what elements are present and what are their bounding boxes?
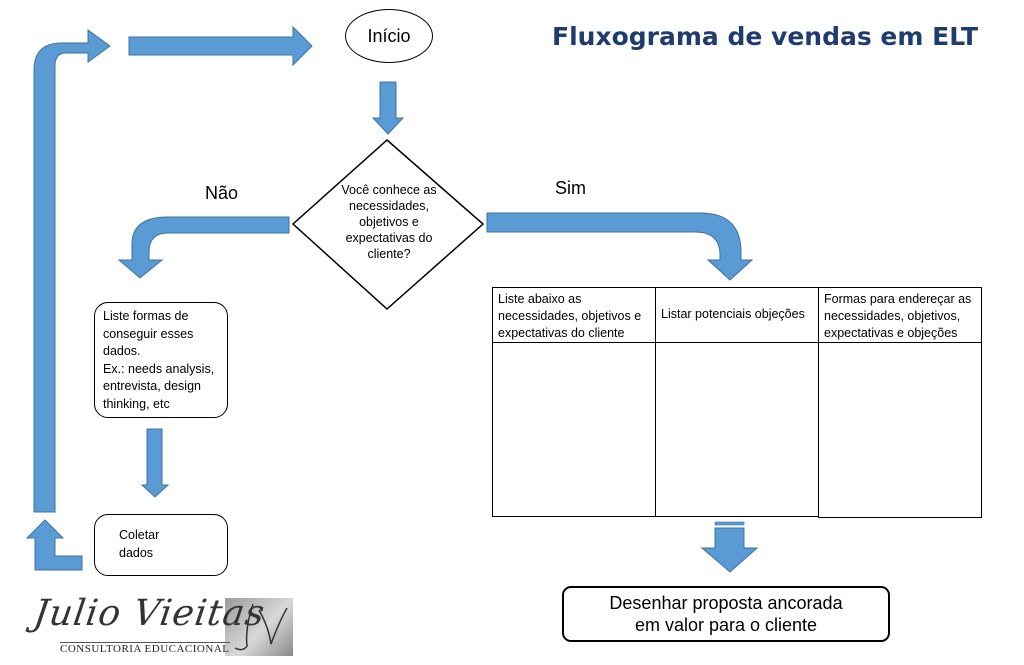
list-line: Ex.: needs analysis,: [103, 361, 215, 376]
decision-question: Você conhece as necessidades, objetivos …: [341, 183, 437, 261]
list-line: entrevista, design: [103, 379, 201, 393]
arrow-no-branch: [117, 216, 290, 279]
decision-diamond: [291, 138, 485, 311]
table-header-cell: Liste abaixo as necessidades, objetivos …: [492, 287, 656, 343]
table-body-cell: [818, 342, 982, 518]
start-node: Início: [345, 9, 433, 63]
logo-monogram-icon: [234, 603, 288, 651]
logo-subtitle: CONSULTORIA EDUCACIONAL: [60, 642, 230, 655]
header-line: expectativas do cliente: [498, 326, 625, 340]
header-line: necessidades, objetivos e: [498, 309, 642, 323]
final-line: Desenhar proposta ancorada: [609, 593, 843, 613]
list-line: Liste formas de: [103, 309, 189, 323]
table-header-cell: Formas para endereçar as necessidades, o…: [818, 287, 982, 343]
list-methods-box: Liste formas de conseguir esses dados. E…: [94, 302, 228, 418]
final-proposal-box: Desenhar proposta ancorada em valor para…: [562, 586, 890, 642]
list-line: dados.: [103, 344, 141, 358]
start-label: Início: [367, 25, 411, 46]
arrow-down-table-cap: [714, 521, 745, 526]
page-title: Fluxograma de vendas em ELT: [552, 22, 979, 51]
header-line: Formas para endereçar as: [824, 292, 972, 306]
table-body-cell: [655, 342, 819, 517]
arrow-yes-branch: [486, 212, 754, 281]
logo-name: Julio Vieitas: [31, 593, 268, 634]
analysis-table: Liste abaixo as necessidades, objetivos …: [492, 287, 983, 518]
list-line: thinking, etc: [103, 396, 170, 411]
header-line: expectativas e objeções: [824, 326, 958, 340]
arrow-down-list: [140, 428, 170, 498]
final-line: em valor para o cliente: [634, 615, 818, 635]
header-line: necessidades, objetivos,: [824, 309, 961, 323]
table-body-cell: [492, 342, 656, 517]
collect-data-box: Coletar dados: [94, 514, 228, 576]
collect-line: Coletar: [119, 528, 160, 542]
arrow-down-start: [371, 81, 405, 135]
header-line: Listar potenciais objeções: [661, 307, 805, 321]
arrow-right-top: [128, 25, 313, 67]
branch-no-label: Não: [205, 183, 239, 203]
arrow-down-table: [700, 527, 759, 573]
table-header-cell: Listar potenciais objeções: [655, 287, 819, 343]
branch-yes-label: Sim: [555, 178, 586, 198]
arrow-hook-up: [25, 519, 83, 571]
logo-monogram: [225, 598, 293, 656]
header-line: Liste abaixo as: [498, 292, 582, 306]
arrow-return-loop: [33, 29, 111, 513]
collect-line: dados: [119, 545, 154, 560]
list-line: conseguir esses: [103, 326, 194, 341]
